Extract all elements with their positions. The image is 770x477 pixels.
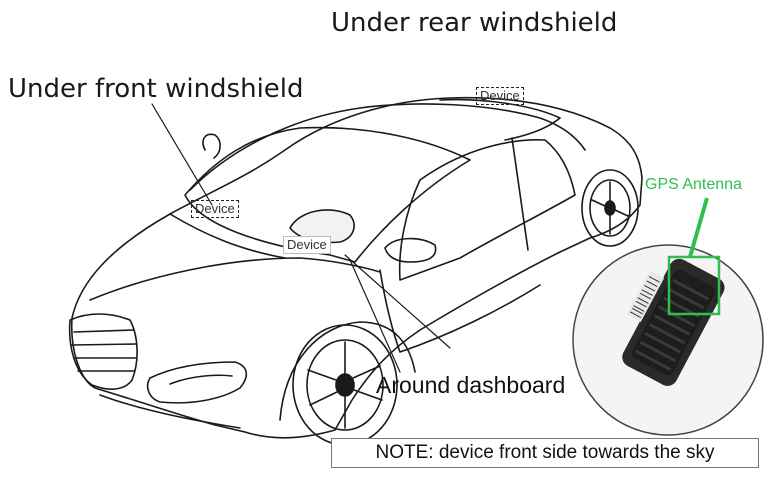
gps-antenna-pointer [688, 197, 709, 258]
label-around-dashboard: Around dashboard [376, 372, 566, 398]
rear-wheel [581, 169, 639, 247]
label-front-windshield: Under front windshield [8, 74, 304, 104]
gps-antenna-label: GPS Antenna [645, 176, 742, 193]
door-line [379, 269, 541, 353]
note-text: NOTE: device front side towards the sky [375, 442, 715, 463]
rear-windshield [439, 98, 561, 141]
leader-lines [151, 103, 451, 373]
device-tag-dashboard: Device [283, 236, 331, 254]
side-mirror [384, 237, 437, 263]
car-roof [189, 103, 586, 191]
device-tag-front: Device [191, 200, 239, 218]
front-grille [68, 313, 138, 390]
front-windshield [184, 126, 471, 263]
note-box: NOTE: device front side towards the sky [331, 438, 759, 468]
headlight [146, 361, 248, 404]
gps-antenna-highlight [667, 255, 721, 316]
gps-inset [572, 197, 764, 436]
device-tag-rear: Device [476, 87, 524, 105]
side-window [398, 139, 576, 281]
label-rear-windshield: Under rear windshield [331, 8, 618, 38]
